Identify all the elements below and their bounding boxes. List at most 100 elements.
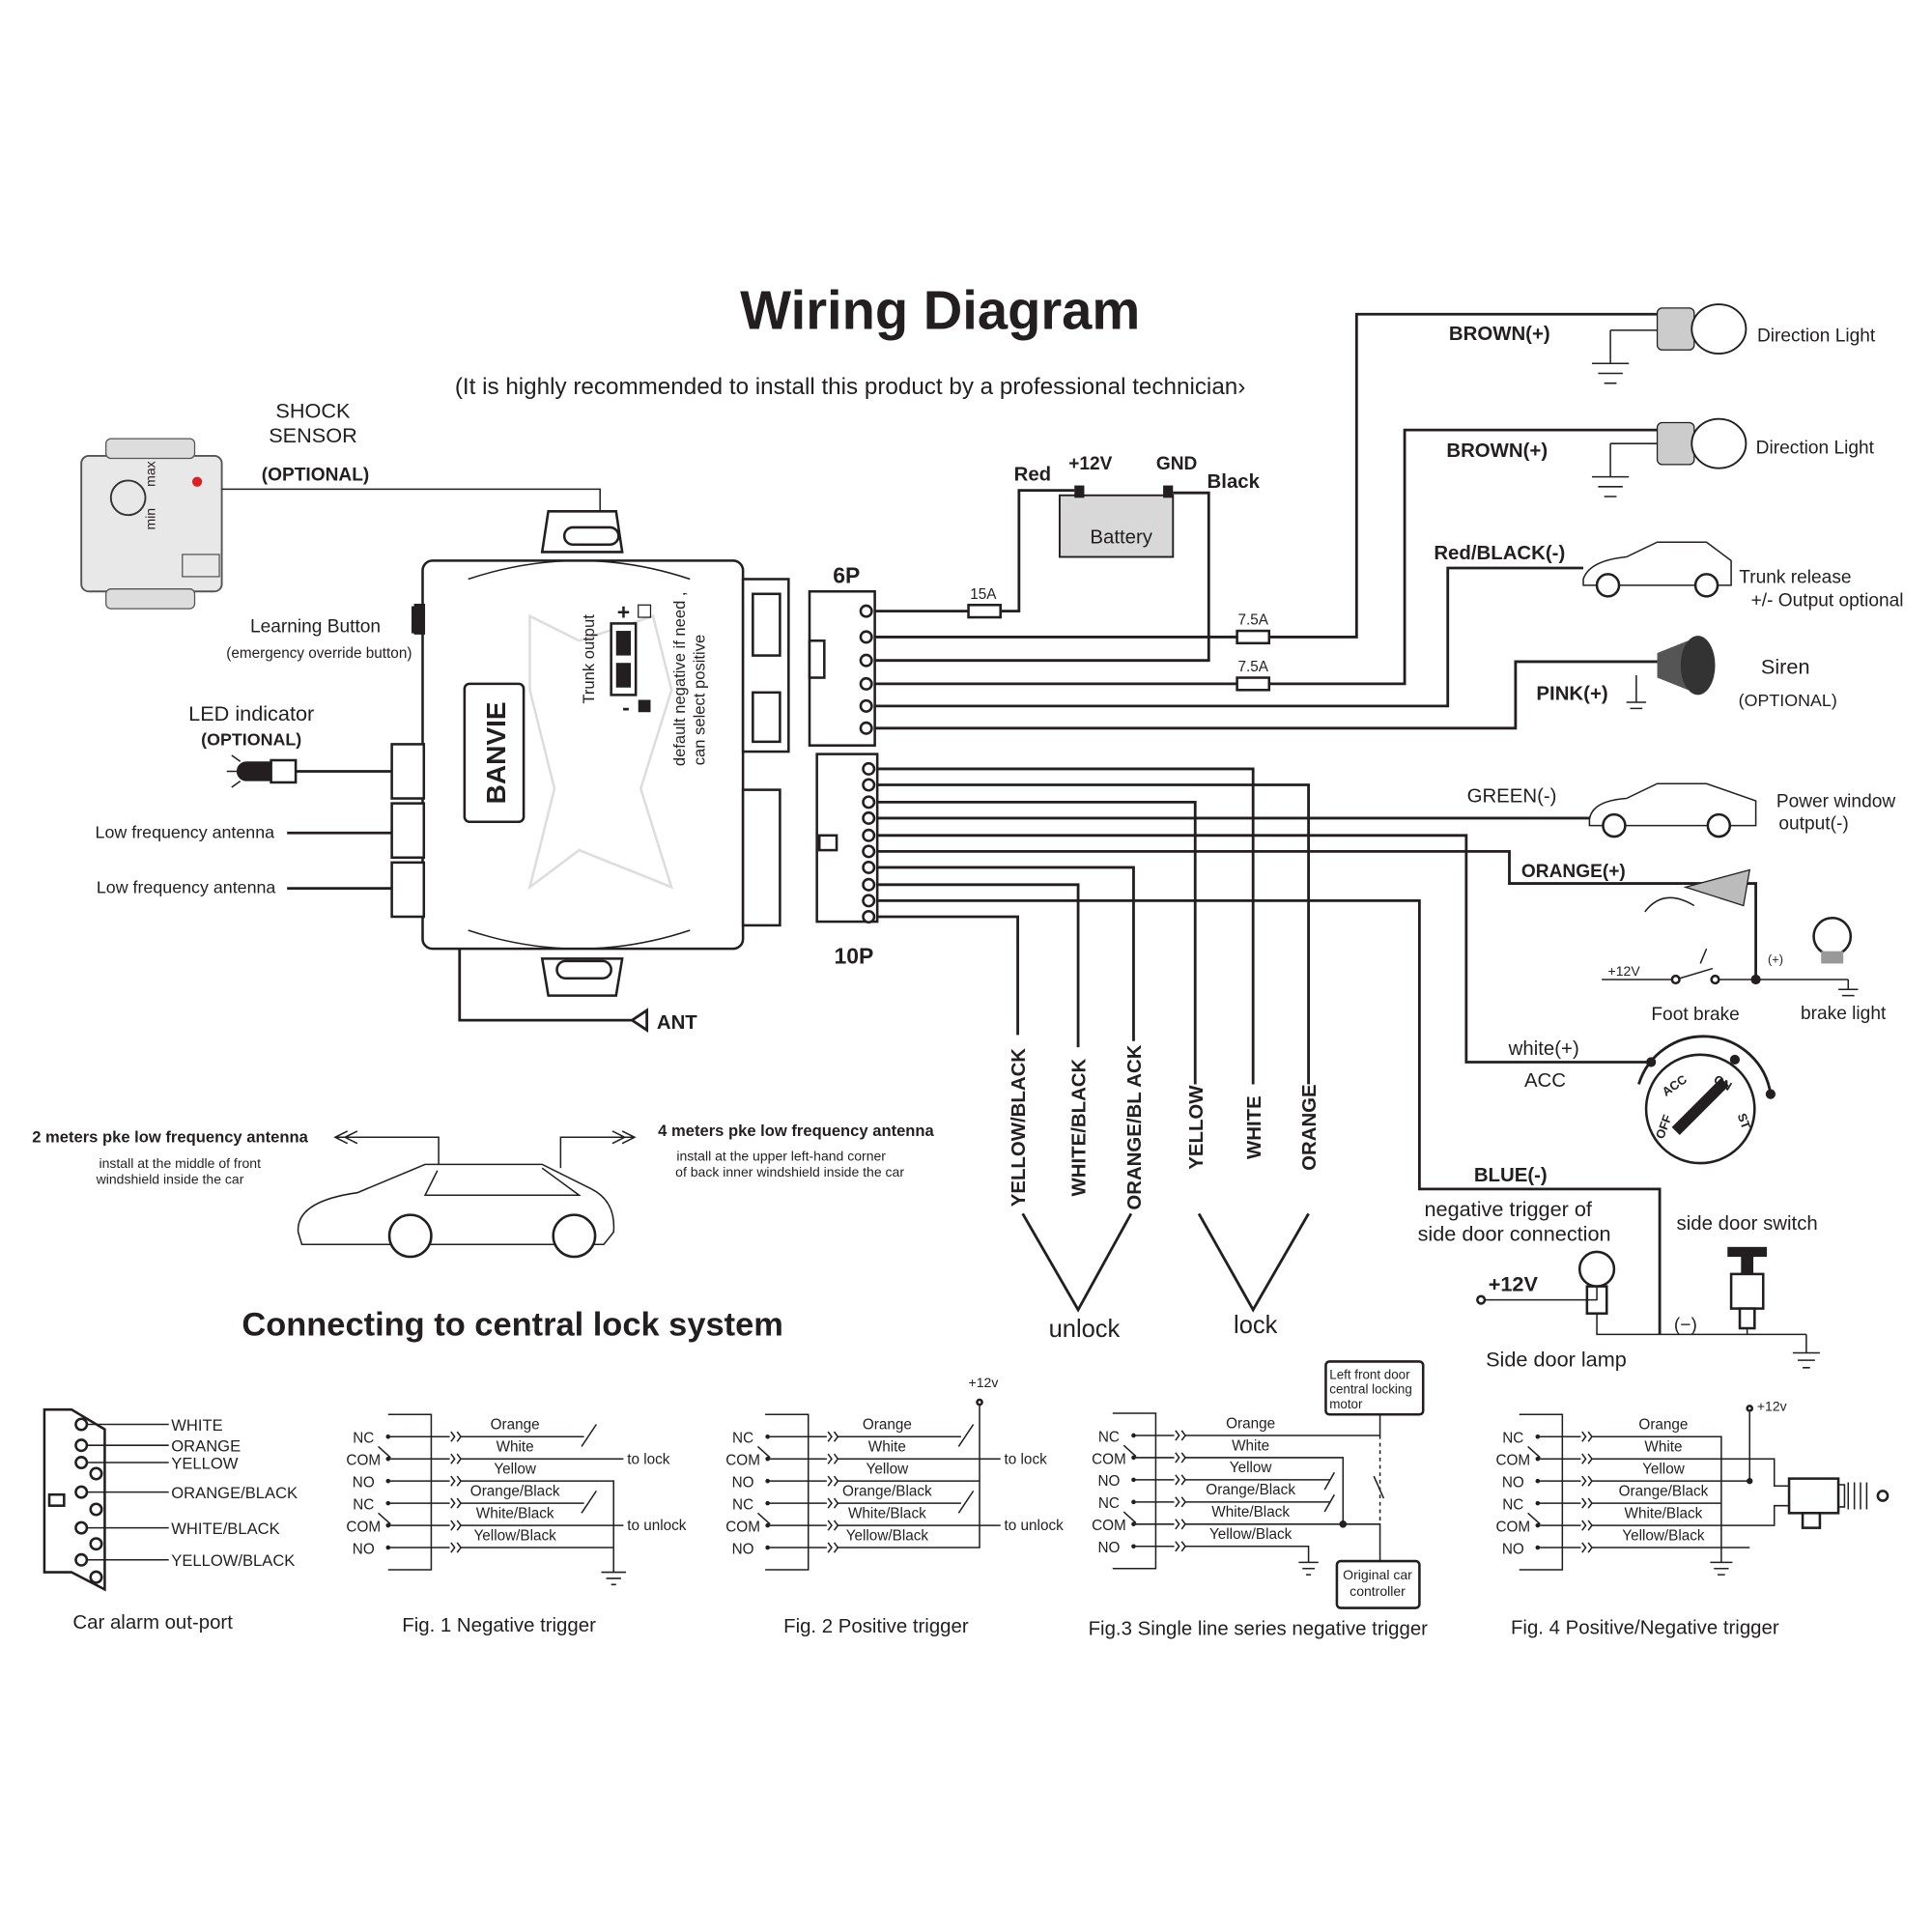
- learning-button[interactable]: [412, 606, 424, 634]
- cut-wire-icon: [581, 1424, 597, 1514]
- relay-terminal-label: NC: [353, 1497, 374, 1514]
- lock-label: lock: [1234, 1312, 1278, 1339]
- car-controller-box: [1335, 1559, 1421, 1609]
- out-port-pin: [89, 1570, 103, 1584]
- relay-switch-icon: [378, 1512, 391, 1525]
- wire-label: Orange: [863, 1417, 912, 1434]
- siren-label: Siren: [1761, 655, 1810, 679]
- fuse-15a-label: 15A: [970, 586, 997, 603]
- wire-label: Orange: [491, 1417, 540, 1434]
- car-power-window-icon: [1588, 782, 1757, 838]
- battery: [1058, 485, 1175, 558]
- pin-10p-1: [862, 761, 876, 776]
- rear-antenna-title: 4 meters pke low frequency antenna: [658, 1122, 934, 1140]
- pin-10p-3: [862, 795, 876, 810]
- led-indicator-label: LED indicator: [188, 701, 314, 725]
- relay-terminal-label: NO: [1097, 1540, 1120, 1556]
- antenna-port-label-2: Low frequency antenna: [97, 878, 276, 897]
- pin-6p-5: [859, 698, 873, 713]
- brake-12v-label: +12V: [1608, 963, 1641, 979]
- car-alarm-out-port: [43, 1407, 106, 1592]
- wire-label: Yellow/Black: [846, 1527, 929, 1544]
- relay-terminal-label: COM: [1495, 1453, 1530, 1469]
- front-antenna-note-1: install at the middle of front: [99, 1155, 261, 1171]
- relay-wire: [1537, 1475, 1593, 1487]
- foot-brake-icon: [1602, 868, 1849, 985]
- polarity-note-1: default negative if need ,: [670, 591, 689, 766]
- relay-wire: [767, 1453, 839, 1464]
- unlock-junction: [1021, 1212, 1133, 1313]
- wire-label: Yellow/Black: [1622, 1527, 1705, 1544]
- shock-sensor-label-2: SENSOR: [269, 423, 357, 447]
- relay-terminal-label: NC: [732, 1431, 753, 1447]
- lock-wire-label: YELLOW/BLACK: [1009, 1048, 1030, 1208]
- alarm-control-unit: BANVIE Trunk output + - default negative…: [390, 510, 790, 997]
- unlock-label: unlock: [1049, 1316, 1121, 1343]
- relay-wire: [1537, 1431, 1593, 1442]
- relay-wire: [767, 1542, 839, 1553]
- ground-icon: [461, 1480, 626, 1586]
- front-antenna-note-2: windshield inside the car: [96, 1172, 244, 1187]
- pin-10p-4: [862, 810, 876, 825]
- relay-terminal-label: COM: [1092, 1518, 1126, 1534]
- wire-label: Yellow/Black: [1209, 1526, 1293, 1543]
- lock-junction: [1197, 1212, 1310, 1313]
- relay-wire: [1537, 1542, 1593, 1553]
- out-port-pin: [74, 1520, 89, 1535]
- fuse-7-5a-label-2: 7.5A: [1237, 659, 1268, 675]
- central-lock-title: Connecting to central lock system: [242, 1307, 782, 1344]
- out-port-pin: [89, 1466, 103, 1481]
- relay-wire: [387, 1497, 462, 1509]
- battery-label: Battery: [1090, 527, 1152, 549]
- figure-caption: Fig. 4 Positive/Negative trigger: [1511, 1617, 1779, 1638]
- out-port-pin: [74, 1456, 89, 1470]
- wire-brown-2: [874, 428, 1658, 686]
- to-unlock-label: to unlock: [1005, 1518, 1065, 1534]
- relay-switch-icon: [378, 1445, 391, 1459]
- car-trunk-icon: [1582, 541, 1732, 598]
- power-window-label-2: output(-): [1778, 813, 1848, 834]
- out-port-pin: [74, 1485, 89, 1499]
- wire-black: [874, 491, 1210, 663]
- out-port-wire-label: WHITE: [171, 1416, 222, 1435]
- fuse-7-5a-label-1: 7.5A: [1237, 612, 1268, 629]
- wire-label: Orange/Black: [1619, 1483, 1709, 1499]
- car-controller-label: controller: [1350, 1583, 1406, 1599]
- fuse-15a: [967, 604, 1002, 619]
- relay-bracket: [1519, 1413, 1564, 1571]
- door-motor-box: [1324, 1360, 1425, 1416]
- relay-bracket: [387, 1413, 433, 1571]
- relay-terminal-label: COM: [346, 1519, 381, 1535]
- door-motor-label: Left front door: [1329, 1367, 1410, 1381]
- out-port-wire-label: YELLOW: [171, 1454, 238, 1472]
- figure-caption: Fig. 2 Positive trigger: [783, 1616, 969, 1637]
- out-port-pin: [74, 1552, 89, 1567]
- relay-switch-icon: [1122, 1444, 1137, 1458]
- side-door-switch-icon: [1660, 1246, 1820, 1369]
- wire-label: Orange/Black: [842, 1483, 932, 1499]
- relay-switch-icon: [756, 1445, 771, 1459]
- out-port-pin: [74, 1417, 89, 1432]
- out-port-pin: [89, 1502, 103, 1517]
- wire-label: White: [1644, 1439, 1682, 1456]
- wire-red: [874, 489, 1075, 613]
- subtitle: (It is highly recommended to install thi…: [455, 374, 1245, 400]
- figure-caption: Fig. 1 Negative trigger: [402, 1615, 596, 1636]
- sensitivity-dial-icon[interactable]: [109, 479, 147, 517]
- side-door-lamp-label: Side door lamp: [1486, 1348, 1627, 1372]
- relay-wire: [767, 1520, 839, 1531]
- brown-2-label: BROWN(+): [1446, 440, 1548, 462]
- relay-wire: [1133, 1474, 1186, 1486]
- relay-terminal-label: NO: [732, 1541, 754, 1557]
- relay-wire: [1133, 1496, 1186, 1508]
- door-12v-label: +12V: [1489, 1272, 1539, 1296]
- lock-actuator-icon: [1787, 1477, 1840, 1515]
- rear-antenna-note-2: of back inner windshield inside the car: [675, 1164, 904, 1179]
- relay-terminal-label: COM: [725, 1453, 760, 1469]
- direction-light-icon-2: [1591, 417, 1747, 497]
- to-unlock-label: to unlock: [627, 1518, 687, 1534]
- ign-st: ST: [1735, 1111, 1754, 1131]
- relay-terminal-label: NC: [353, 1431, 374, 1447]
- wire-label: White: [1232, 1437, 1269, 1454]
